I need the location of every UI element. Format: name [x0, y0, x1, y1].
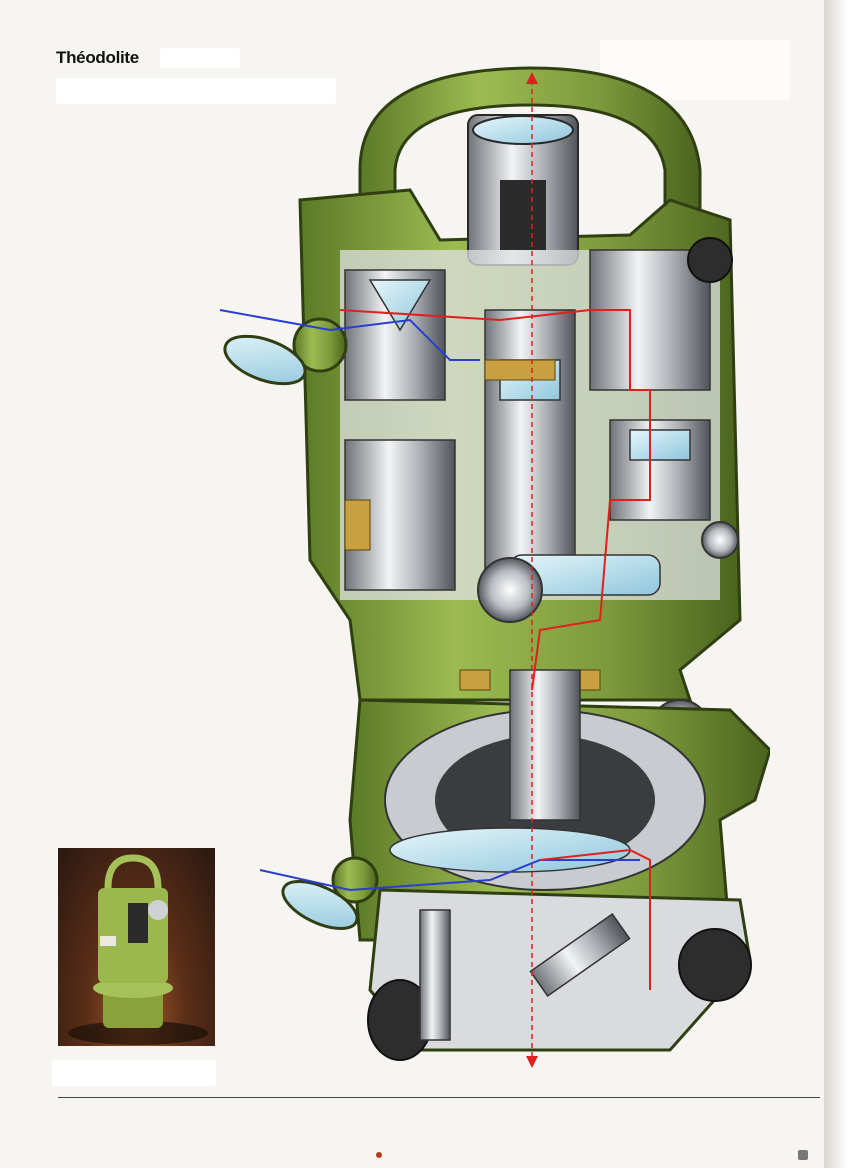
right-knob [701, 521, 739, 559]
brass-part-3 [459, 669, 491, 691]
center-column [484, 309, 576, 581]
redacted-caption [52, 1060, 216, 1086]
arrow-top [526, 72, 538, 84]
arrow-bottom [526, 1056, 538, 1068]
photo-theodolite [68, 854, 208, 1045]
theodolite-cutaway-illustration [219, 66, 770, 1068]
redacted-subtitle [56, 78, 336, 104]
footer-rule [58, 1097, 820, 1098]
eyepiece-tube [500, 180, 546, 250]
optical-plummet [529, 912, 631, 998]
eyepiece-lens [472, 115, 574, 145]
knurled-knob-top [687, 237, 733, 283]
left-mirror [223, 334, 307, 386]
leveling-screw [419, 909, 451, 1041]
product-photo [58, 848, 215, 1046]
base-foot-right [678, 928, 752, 1002]
page-title: Théodolite [56, 48, 139, 67]
lower-mirror [281, 880, 359, 930]
corner-mark [798, 1150, 808, 1160]
blue-light-path-lower [259, 859, 640, 892]
focus-knob-left [292, 317, 348, 373]
prism-right [629, 429, 691, 461]
page-edge [824, 0, 848, 1168]
lower-knob-left [331, 856, 379, 904]
red-light-path-lower [539, 848, 651, 990]
brass-part-1 [484, 359, 556, 381]
micrometer-knob [477, 557, 543, 623]
brass-part-2 [344, 499, 371, 551]
red-light-path [339, 309, 651, 691]
right-mechanism [589, 249, 711, 391]
page-dot [376, 1152, 382, 1158]
prism-left [368, 279, 432, 332]
vertical-axis [509, 669, 581, 821]
blue-light-path [219, 309, 480, 361]
horizontal-circle-glass [389, 827, 631, 873]
redacted-heading-part [160, 48, 240, 68]
